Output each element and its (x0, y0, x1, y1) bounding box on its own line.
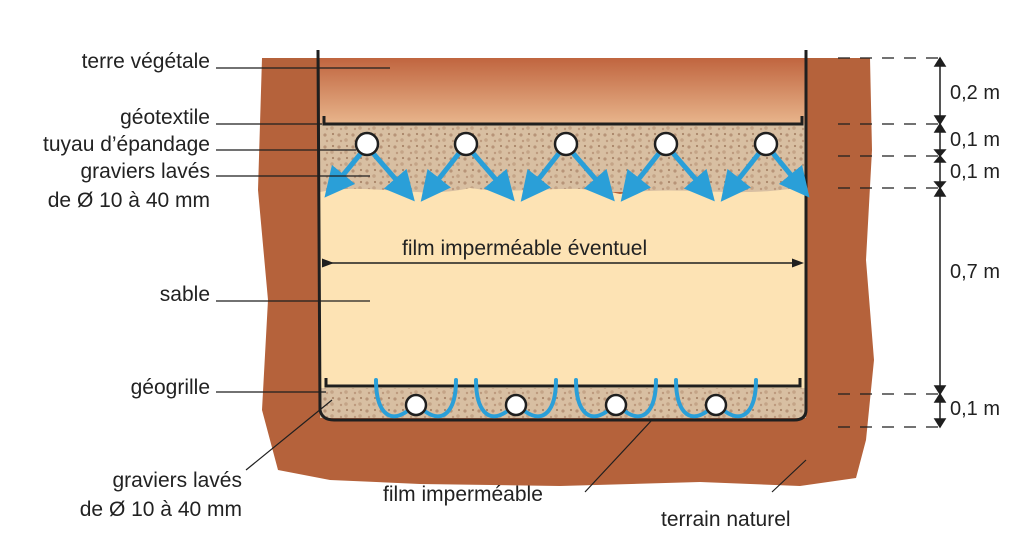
collection-pipes (404, 393, 728, 417)
topsoil-layer (320, 58, 806, 124)
label-sable: sable (159, 283, 210, 306)
geotextile-line (322, 116, 804, 126)
distribution-pipes (354, 131, 779, 157)
label-graviers-bottom-line1: graviers lavés (112, 469, 242, 492)
dimension-label: 0,1 m (950, 398, 1001, 420)
label-terrain-naturel: terrain naturel (661, 508, 791, 531)
sand-layer (320, 186, 806, 394)
dimension-label: 0,2 m (950, 82, 1001, 104)
label-graviers-bottom-line2: de Ø 10 à 40 mm (79, 498, 242, 521)
distribution-flow-arrows (324, 149, 810, 202)
dimension-label: 0,1 m (950, 129, 1001, 151)
label-terre-vegetale: terre végétale (81, 50, 210, 73)
label-geotextile: géotextile (120, 106, 210, 129)
geogrid-line (324, 378, 802, 388)
label-graviers-top-line2: de Ø 10 à 40 mm (47, 189, 210, 212)
impermeable-film-outline (316, 49, 808, 422)
dimension-dashes (838, 57, 940, 428)
dimension-label: 0,7 m (950, 261, 1001, 283)
dimension-label: 0,1 m (950, 161, 1001, 183)
collection-flow-arrows (374, 378, 758, 419)
label-geogrille: géogrille (130, 376, 210, 399)
label-film-eventuel: film imperméable éventuel (402, 237, 648, 260)
leader-lines (216, 67, 807, 493)
label-film-impermeable: film imperméable (383, 483, 543, 506)
label-tuyau-epandage: tuyau d’épandage (43, 133, 210, 156)
label-graviers-top-line1: graviers lavés (80, 160, 210, 183)
dimension-axis (933, 56, 947, 429)
